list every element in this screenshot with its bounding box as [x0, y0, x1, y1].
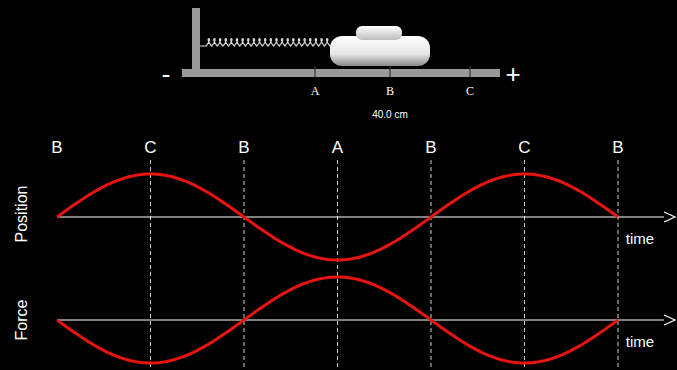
dashed-guide [337, 160, 338, 370]
force-curve [57, 277, 618, 363]
axis-title: Position [14, 186, 30, 243]
position-letter: B [51, 139, 62, 156]
dashed-guide [244, 160, 245, 370]
position-letter: B [425, 139, 436, 156]
axis-title: Force [14, 300, 30, 341]
position-letter: B [238, 139, 249, 156]
time-axis [57, 319, 664, 320]
dashed-guide [618, 160, 619, 370]
track [182, 69, 500, 77]
dashed-guide [150, 160, 151, 370]
position-letter: A [332, 139, 343, 156]
dashed-guides [151, 160, 619, 370]
position-letter: C [144, 139, 156, 156]
axis-arrow [664, 212, 675, 222]
mass-block [330, 36, 430, 66]
mass-block-top [356, 26, 402, 40]
axis-label: time [626, 231, 654, 246]
dashed-guide [431, 160, 432, 370]
position-letter: C [518, 139, 530, 156]
position-label: C [466, 85, 474, 97]
position-label: B [386, 85, 394, 97]
sign-label: - [162, 61, 171, 87]
tick-mark [389, 66, 390, 77]
dimension-label: 40.0 cm [372, 110, 408, 120]
position-letter: B [612, 139, 623, 156]
sign-label: + [505, 61, 520, 87]
axis-label: time [626, 334, 654, 349]
position-label: A [311, 85, 320, 97]
dashed-guide [524, 160, 525, 370]
spring-coil [200, 39, 332, 47]
time-axis [57, 216, 664, 217]
position-curve [57, 174, 618, 260]
tick-mark [469, 66, 470, 77]
tick-mark [314, 66, 315, 77]
axis-arrow [664, 315, 675, 325]
wall [192, 8, 200, 74]
